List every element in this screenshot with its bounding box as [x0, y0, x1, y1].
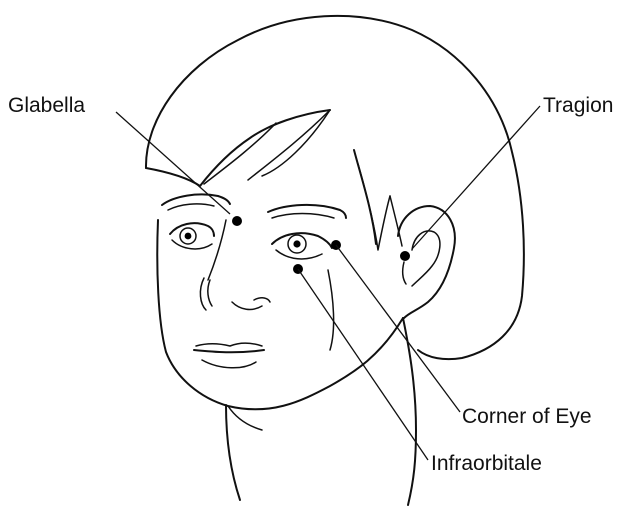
sideburn [390, 196, 402, 246]
glabella-dot [232, 216, 242, 226]
upper-lip [196, 343, 262, 346]
hair-fringe [146, 110, 330, 186]
left-eye-upper-lid [272, 233, 332, 248]
nose-tip [232, 302, 262, 309]
ear-outline [398, 206, 455, 318]
tragion-leader [412, 106, 540, 249]
head-drawing [146, 16, 524, 505]
lower-lip [202, 360, 256, 368]
infraorbitale-label: Infraorbitale [431, 452, 542, 475]
corner-of-eye-leader [336, 245, 460, 412]
right-eyebrow-inner [168, 204, 214, 210]
ear-tragus [403, 262, 406, 284]
nostril [254, 298, 270, 302]
tragion-dot [400, 251, 410, 261]
ear-inner [412, 231, 440, 286]
left-eye-lower-lid [276, 250, 322, 259]
right-eye-lower-lid [172, 240, 212, 249]
lip-line [194, 350, 264, 352]
neck-back [403, 318, 416, 505]
nose-side-right [208, 280, 212, 306]
left-eye-pupil [293, 240, 300, 247]
corner-of-eye-label: Corner of Eye [462, 405, 592, 428]
nose-side-left [200, 278, 206, 310]
hair-fringe-strand-1 [248, 110, 330, 180]
cheek-line [328, 270, 334, 350]
neck-front [226, 405, 240, 500]
temple-hair-inner [358, 164, 390, 250]
infraorbitale-leader [298, 269, 428, 460]
tragion-label: Tragion [543, 94, 613, 117]
right-eye-pupil [185, 233, 192, 240]
left-eyebrow-inner [272, 214, 334, 219]
glabella-label: Glabella [8, 94, 85, 117]
